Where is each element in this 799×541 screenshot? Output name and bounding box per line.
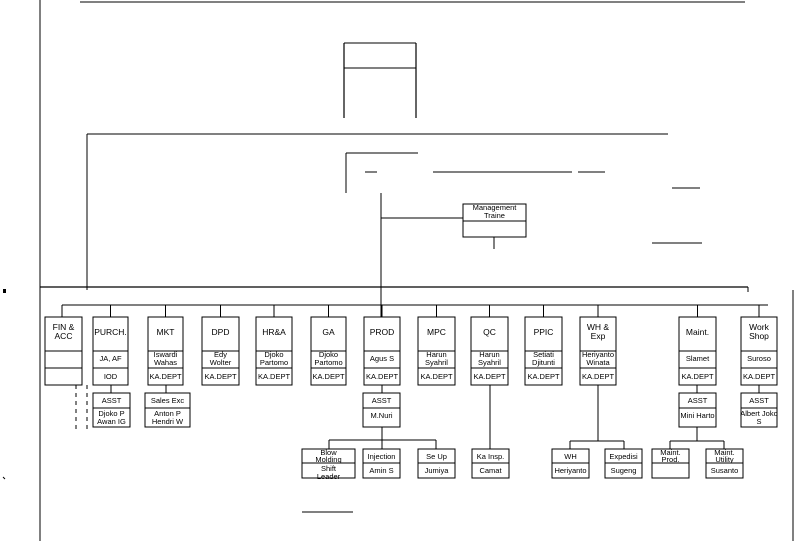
dept-title: QC xyxy=(483,327,496,337)
sub-unit-name: Amin S xyxy=(369,466,393,475)
dept-head-name: Agus S xyxy=(370,354,394,363)
management-trainee-line-1: Management xyxy=(473,203,518,212)
dept-level: KA.DEPT xyxy=(204,372,237,381)
sub-unit-title: ASST xyxy=(102,396,122,405)
dept-fin: FIN &ACC xyxy=(44,316,83,386)
dept-title: MKT xyxy=(157,327,175,337)
dept-title: Maint. xyxy=(686,327,709,337)
dept-title-line-2: Exp xyxy=(591,331,606,341)
sub-unit-name: Heriyanto xyxy=(554,466,586,475)
dept-title: PURCH. xyxy=(94,327,127,337)
sub-unit-maint-prod: Maint.Prod. xyxy=(651,448,690,479)
sub-unit-setup: Se Up Jumiya xyxy=(417,448,456,479)
sub-unit-name: Camat xyxy=(479,466,502,475)
dept-level: KA.DEPT xyxy=(420,372,453,381)
sub-unit-wh-sub: WH Heriyanto xyxy=(551,448,590,479)
sub-unit-title: Injection xyxy=(368,452,396,461)
dept-title: HR&A xyxy=(262,327,286,337)
dept-title-line-1: WH & xyxy=(587,322,610,332)
sub-unit-title: Expedisi xyxy=(609,452,638,461)
management-trainee-line-2: Traine xyxy=(484,211,505,220)
sub-unit-title: ASST xyxy=(749,396,769,405)
dept-title: GA xyxy=(322,327,335,337)
sub-unit-title: Sales Exc xyxy=(151,396,185,405)
sub-unit-title: ASST xyxy=(688,396,708,405)
dept-title-line-2: Shop xyxy=(749,331,769,341)
dept-title: PPIC xyxy=(534,327,554,337)
dept-level: KA.DEPT xyxy=(582,372,615,381)
dept-level: KA.DEPT xyxy=(473,372,506,381)
dept-level: IOD xyxy=(104,372,118,381)
management-trainee-box: Management Traine xyxy=(462,203,527,249)
dept-prod: PROD Agus S KA.DEPT xyxy=(363,305,401,386)
dept-title-line-1: Work xyxy=(749,322,769,332)
dept-head-name: JA, AF xyxy=(99,354,122,363)
top-executive-box xyxy=(343,42,417,118)
dept-level: KA.DEPT xyxy=(743,372,776,381)
sub-unit-name: Mini Harto xyxy=(680,411,714,420)
dept-level: KA.DEPT xyxy=(681,372,714,381)
sub-unit-title: Se Up xyxy=(426,452,447,461)
dept-title: PROD xyxy=(370,327,395,337)
sub-unit-title: WH xyxy=(564,452,577,461)
sub-unit-qc-insp: Ka Insp. Camat xyxy=(471,448,510,479)
sub-unit-title: ASST xyxy=(372,396,392,405)
sub-unit-name: Jumiya xyxy=(425,466,450,475)
dept-head-name: Slamet xyxy=(686,354,710,363)
sub-unit-title: Ka Insp. xyxy=(477,452,505,461)
sub-unit-title: Maint.Prod. xyxy=(660,448,680,464)
dept-title-line-1: FIN & xyxy=(53,322,75,332)
dept-level: KA.DEPT xyxy=(366,372,399,381)
dept-title: MPC xyxy=(427,327,446,337)
sub-unit-prod-asst: ASST M.Nuri xyxy=(362,392,401,428)
dept-level: KA.DEPT xyxy=(258,372,291,381)
dept-title-line-2: ACC xyxy=(55,331,73,341)
sub-unit-title: Maint.Utility xyxy=(714,448,734,464)
dept-title: DPD xyxy=(212,327,230,337)
dept-head-name: Suroso xyxy=(747,354,771,363)
dept-level: KA.DEPT xyxy=(149,372,182,381)
dept-purch: PURCH. JA, AF IOD xyxy=(92,305,129,386)
dept-level: KA.DEPT xyxy=(312,372,345,381)
sub-unit-maint-asst: ASST Mini Harto xyxy=(678,392,717,428)
dept-level: KA.DEPT xyxy=(527,372,560,381)
sub-unit-name: Sugeng xyxy=(611,466,637,475)
sub-unit-name: Susanto xyxy=(711,466,739,475)
sub-unit-name: M.Nuri xyxy=(370,411,392,420)
